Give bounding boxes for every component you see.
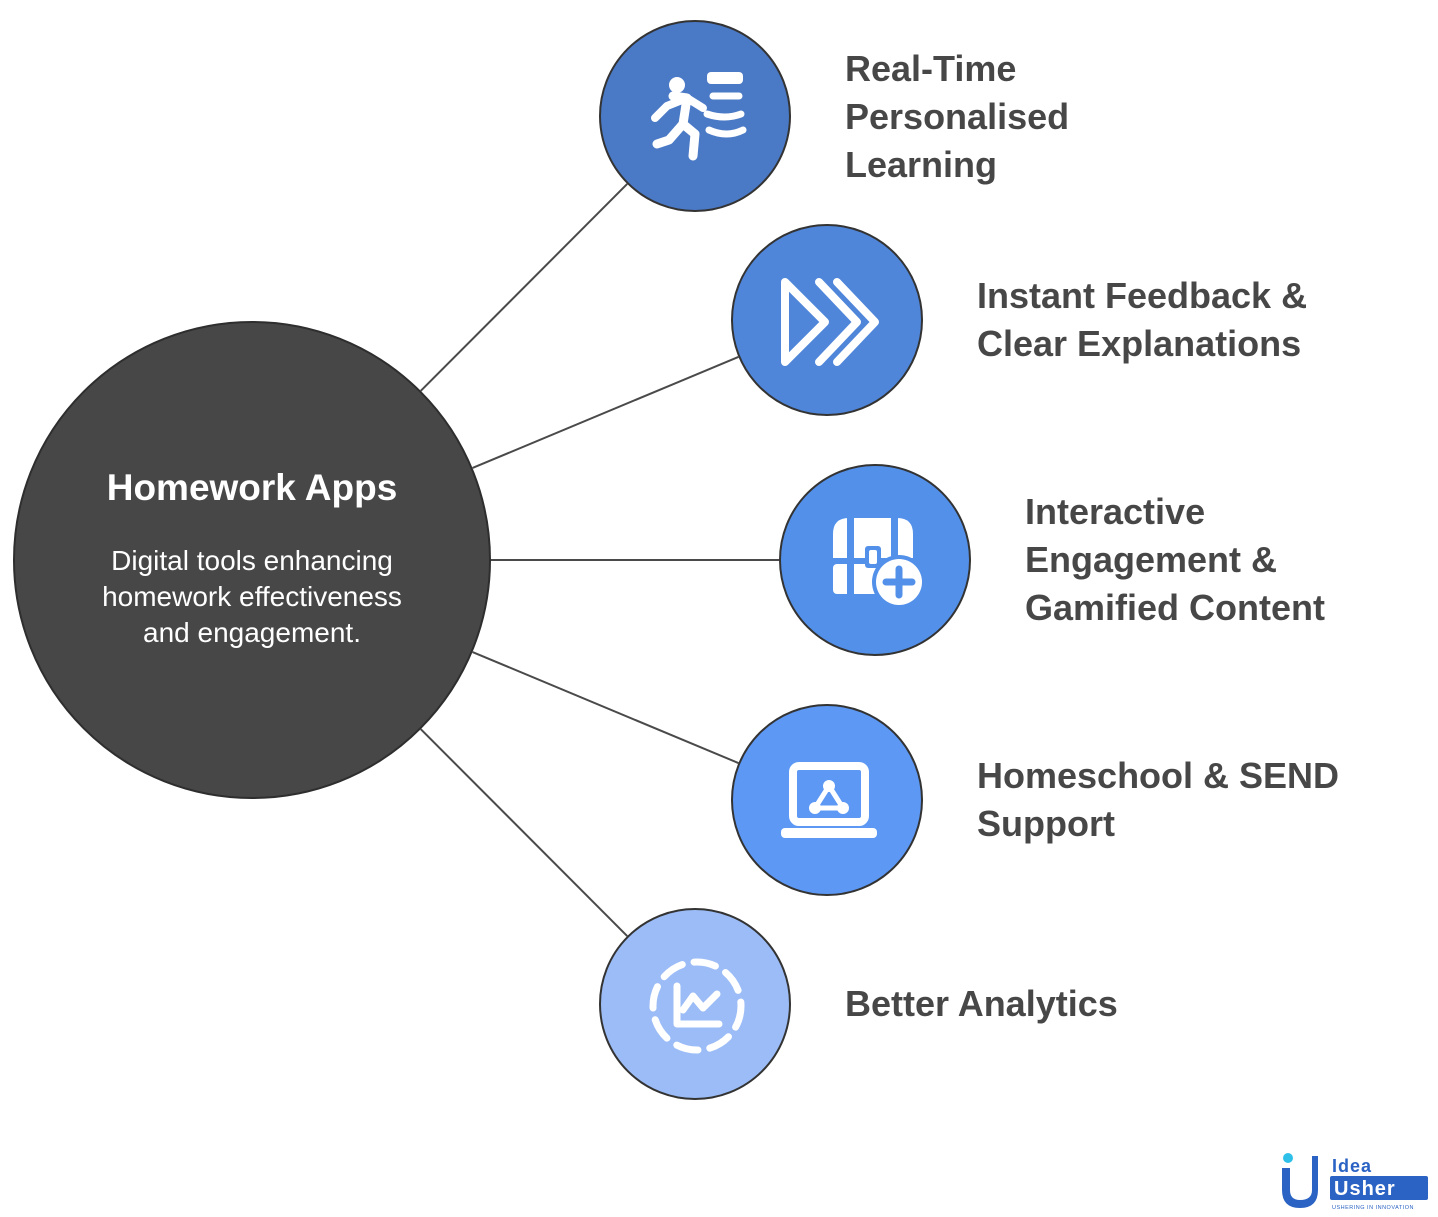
- connector-line-personalised-learning: [420, 183, 628, 392]
- connector-line-better-analytics: [420, 728, 628, 937]
- feature-label-line: Interactive: [1025, 491, 1206, 532]
- hub-description-line: Digital tools enhancing: [111, 545, 393, 576]
- feature-label-better-analytics: Better Analytics: [845, 980, 1118, 1028]
- hub-circle: Homework Apps Digital tools enhancing ho…: [13, 321, 491, 799]
- feature-label-line: Real-Time: [845, 48, 1017, 89]
- hub-description-line: homework effectiveness: [102, 581, 402, 612]
- feature-label-line: Better Analytics: [845, 983, 1118, 1024]
- node-homeschool-support: [731, 704, 923, 896]
- feature-label-line: Instant Feedback &: [977, 275, 1308, 316]
- connector-line-instant-feedback: [472, 356, 739, 469]
- logo-tagline: USHERING IN INNOVATION: [1332, 1205, 1414, 1211]
- node-better-analytics: [599, 908, 791, 1100]
- connector-line-homeschool-support: [472, 651, 739, 764]
- feature-label-line: Engagement &: [1025, 539, 1278, 580]
- node-interactive-engagement: [779, 464, 971, 656]
- node-personalised-learning: [599, 20, 791, 212]
- feature-label-instant-feedback: Instant Feedback & Clear Explanations: [977, 272, 1307, 368]
- hub-description: Digital tools enhancing homework effecti…: [75, 543, 429, 651]
- fast-forward-icon: [781, 278, 879, 366]
- feature-label-line: Personalised: [845, 96, 1070, 137]
- treasure-chest-plus-icon: [833, 516, 926, 609]
- feature-label-line: Gamified Content: [1025, 587, 1326, 628]
- laptop-network-icon: [781, 762, 877, 838]
- logo-main-text: Usher: [1334, 1178, 1396, 1200]
- hub-title: Homework Apps: [106, 467, 398, 508]
- analytics-chart-icon: [649, 958, 745, 1054]
- feature-label-line: Clear Explanations: [977, 323, 1302, 364]
- company-logo: Idea Usher USHERING IN INNOVATION: [1278, 1150, 1430, 1212]
- feature-label-homeschool-support: Homeschool & SEND Support: [977, 752, 1339, 848]
- feature-label-line: Support: [977, 803, 1115, 844]
- feature-label-personalised-learning: Real-Time Personalised Learning: [845, 45, 1069, 189]
- running-figure-data-icon: [651, 72, 747, 161]
- node-instant-feedback: [731, 224, 923, 416]
- hub-description-line: and engagement.: [143, 617, 361, 648]
- idea-usher-logo-icon: Idea Usher USHERING IN INNOVATION: [1282, 1153, 1428, 1211]
- feature-label-line: Homeschool & SEND: [977, 755, 1340, 796]
- feature-label-interactive-engagement: Interactive Engagement & Gamified Conten…: [1025, 488, 1325, 632]
- logo-top-text: Idea: [1332, 1156, 1372, 1176]
- feature-label-line: Learning: [845, 144, 998, 185]
